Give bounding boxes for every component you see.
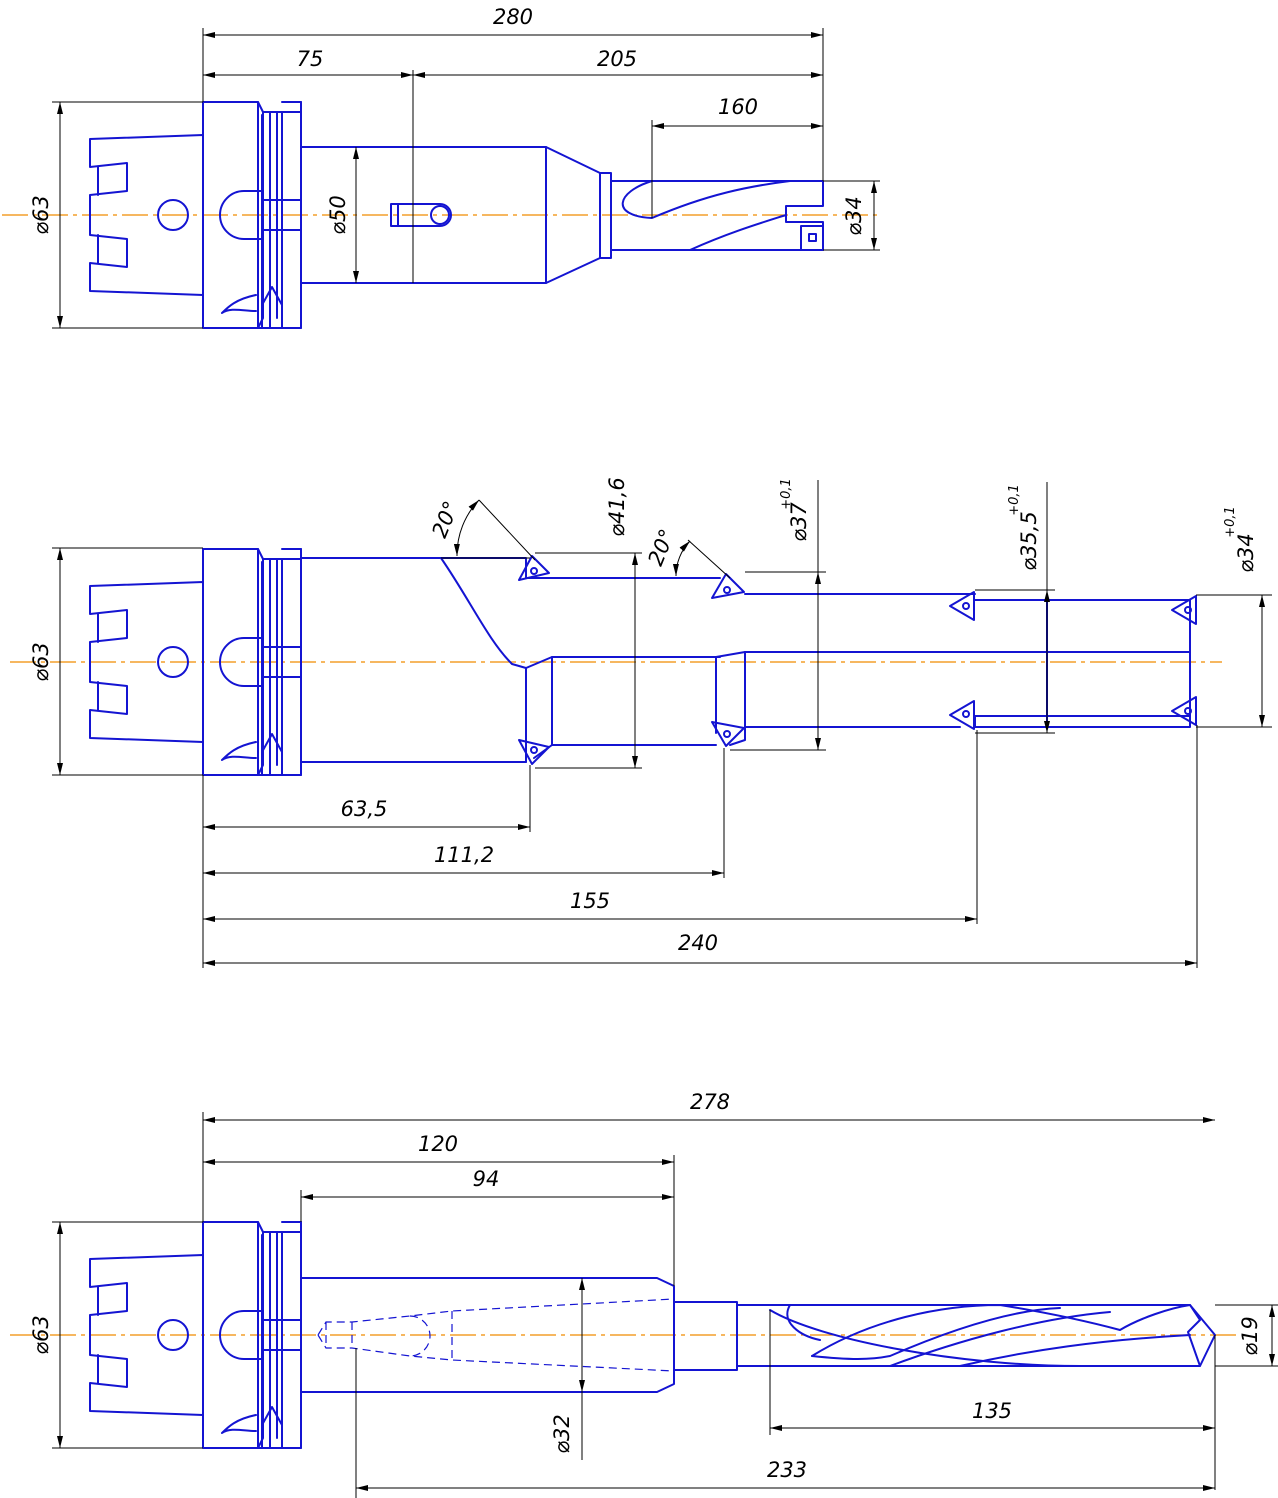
- tool-1-overall-length: 280: [493, 5, 533, 29]
- tool-3-sleeve-length: 94: [473, 1167, 500, 1191]
- tool-3-overall-length: 278: [690, 1090, 730, 1114]
- tool-1-holder-length: 75: [297, 47, 324, 71]
- tool-2-holder-diameter: ⌀63: [29, 642, 53, 681]
- tool-1-drill-diameter: ⌀34: [842, 196, 866, 235]
- tool-2-step4-tolerance: +0,1: [1223, 506, 1238, 538]
- tool-3-sleeve-diameter: ⌀32: [550, 1414, 574, 1453]
- tool-1-drill-length: 160: [718, 95, 758, 119]
- tool-1-slot: [390, 203, 452, 227]
- tool-1-extension-length: 205: [597, 47, 637, 71]
- tool-3-flute-length: 135: [972, 1399, 1012, 1423]
- tool-2-step3-diameter: ⌀35,5: [1017, 511, 1041, 570]
- tool-2-angle-1: 20°: [427, 498, 463, 542]
- tool-1-body: [300, 146, 601, 284]
- tool-2-step1-diameter: ⌀41,6: [605, 477, 629, 536]
- tool-1-body-diameter: ⌀50: [326, 195, 350, 234]
- tool-2-step2-diameter: ⌀37: [787, 502, 811, 542]
- tool-2-angle-2: 20°: [643, 526, 679, 570]
- tool-2-step2-tolerance: +0,1: [779, 478, 794, 510]
- tool-2-len-step1: 63,5: [341, 797, 388, 821]
- tool-3-drawing: 278 120 94 ⌀63 ⌀32 ⌀19 135 233: [10, 1090, 1278, 1498]
- tool-2-len-total: 240: [678, 931, 718, 955]
- tool-2-step4-diameter: ⌀34: [1234, 533, 1258, 572]
- tool-2-len-step3: 155: [570, 889, 610, 913]
- tool-3-holder-diameter: ⌀63: [29, 1315, 53, 1354]
- tool-3-holder-length: 120: [418, 1132, 458, 1156]
- tool-2-drawing: ⌀63 20° 20° ⌀41,6 ⌀37 +0,1 ⌀35,5 +0,1 ⌀3…: [10, 477, 1272, 968]
- tool-1-drawing: 280 75 205 160 ⌀63 ⌀50 ⌀34: [2, 5, 880, 329]
- tool-2-inserts: [518, 555, 1197, 765]
- tool-3-drill-length: 233: [767, 1458, 807, 1482]
- tool-2-step3-tolerance: +0,1: [1007, 484, 1022, 516]
- tool-2-len-step2: 111,2: [434, 843, 494, 867]
- tool-3-drill-diameter: ⌀19: [1238, 1316, 1262, 1355]
- tool-1-holder-diameter: ⌀63: [29, 195, 53, 234]
- tool-3-drill-shank: [673, 1301, 738, 1371]
